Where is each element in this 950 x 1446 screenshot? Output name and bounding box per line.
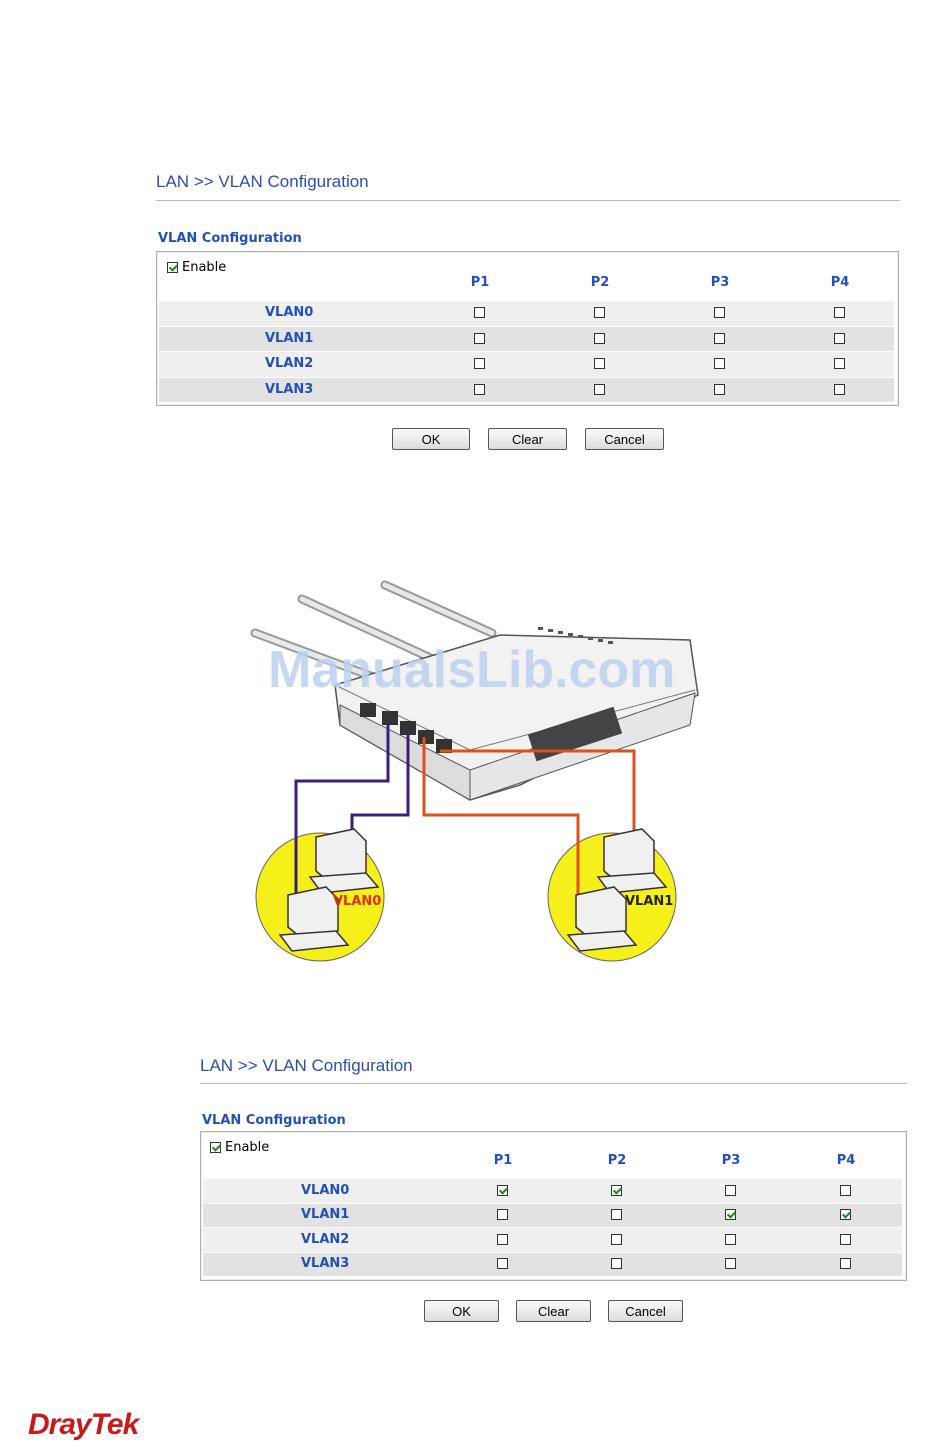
vlan-port-checkbox[interactable] <box>474 384 485 395</box>
pc-icon <box>280 829 666 951</box>
cancel-button[interactable]: Cancel <box>608 1300 683 1322</box>
vlan-label: VLAN3 <box>301 1256 349 1271</box>
title-divider <box>200 1083 907 1084</box>
enable-row: Enable <box>210 1140 269 1155</box>
vlan-port-checkbox[interactable] <box>497 1234 508 1245</box>
vlan-port-checkbox[interactable] <box>611 1234 622 1245</box>
vlan-port-checkbox[interactable] <box>725 1234 736 1245</box>
title-divider <box>156 200 900 201</box>
vlan0-group-label: VLAN0 <box>333 894 381 909</box>
enable-checkbox[interactable] <box>167 262 178 273</box>
port-header-p3: P3 <box>711 1153 751 1168</box>
port-header-p2: P2 <box>580 275 620 290</box>
cancel-button[interactable]: Cancel <box>585 428 664 450</box>
vlan-port-checkbox[interactable] <box>497 1209 508 1220</box>
vlan1-group-label: VLAN1 <box>625 894 673 909</box>
vlan-port-checkbox[interactable] <box>594 358 605 369</box>
vlan-port-checkbox[interactable] <box>840 1185 851 1196</box>
vlan-row: VLAN2 <box>203 1228 902 1252</box>
vlan-port-checkbox[interactable] <box>725 1185 736 1196</box>
enable-checkbox[interactable] <box>210 1142 221 1153</box>
vlan-row: VLAN0 <box>159 301 894 326</box>
vlan-port-checkbox[interactable] <box>497 1258 508 1269</box>
vlan-port-checkbox[interactable] <box>714 384 725 395</box>
vlan-port-checkbox[interactable] <box>594 307 605 318</box>
page-title: LAN >> VLAN Configuration <box>156 172 369 192</box>
vlan-label: VLAN0 <box>265 305 313 320</box>
port-header-p4: P4 <box>826 1153 866 1168</box>
vlan-config-panel-2: LAN >> VLAN Configuration VLAN Configura… <box>200 1056 907 1336</box>
vlan-port-checkbox[interactable] <box>834 333 845 344</box>
page-title: LAN >> VLAN Configuration <box>200 1056 413 1076</box>
vlan-port-checkbox[interactable] <box>611 1258 622 1269</box>
vlan-port-checkbox[interactable] <box>834 358 845 369</box>
vlan-row: VLAN0 <box>203 1179 902 1203</box>
enable-label: Enable <box>225 1140 269 1155</box>
vlan-row: VLAN2 <box>159 352 894 377</box>
port-header-p4: P4 <box>820 275 860 290</box>
vlan-port-checkbox[interactable] <box>834 307 845 318</box>
vlan-port-checkbox[interactable] <box>840 1234 851 1245</box>
port-header-p1: P1 <box>483 1153 523 1168</box>
section-title: VLAN Configuration <box>158 231 302 246</box>
watermark: ManualsLib.com <box>268 641 675 699</box>
draytek-logo: DrayTek <box>28 1408 138 1442</box>
vlan-label: VLAN1 <box>265 331 313 346</box>
ok-button[interactable]: OK <box>424 1300 499 1322</box>
vlan-row: VLAN1 <box>159 327 894 352</box>
enable-row: Enable <box>167 260 226 275</box>
port-header-p3: P3 <box>700 275 740 290</box>
vlan-port-checkbox[interactable] <box>840 1209 851 1220</box>
vlan-label: VLAN0 <box>301 1183 349 1198</box>
vlan-port-checkbox[interactable] <box>474 358 485 369</box>
port-header-p2: P2 <box>597 1153 637 1168</box>
vlan-port-checkbox[interactable] <box>840 1258 851 1269</box>
vlan-port-checkbox[interactable] <box>474 307 485 318</box>
vlan-port-checkbox[interactable] <box>611 1209 622 1220</box>
vlan-port-checkbox[interactable] <box>714 333 725 344</box>
vlan-label: VLAN1 <box>301 1207 349 1222</box>
vlan-row: VLAN1 <box>203 1204 902 1228</box>
vlan-port-checkbox[interactable] <box>611 1185 622 1196</box>
vlan-row: VLAN3 <box>203 1253 902 1277</box>
vlan-label: VLAN3 <box>265 382 313 397</box>
vlan-label: VLAN2 <box>301 1232 349 1247</box>
port-header-p1: P1 <box>460 275 500 290</box>
ok-button[interactable]: OK <box>392 428 470 450</box>
vlan-port-checkbox[interactable] <box>594 333 605 344</box>
vlan-topology-diagram: VLAN0 VLAN1 ManualsLib.com <box>0 575 950 995</box>
vlan-port-checkbox[interactable] <box>594 384 605 395</box>
section-title: VLAN Configuration <box>202 1113 346 1128</box>
vlan-port-checkbox[interactable] <box>714 358 725 369</box>
clear-button[interactable]: Clear <box>516 1300 591 1322</box>
vlan-port-checkbox[interactable] <box>834 384 845 395</box>
clear-button[interactable]: Clear <box>488 428 567 450</box>
vlan-port-checkbox[interactable] <box>725 1209 736 1220</box>
vlan-port-checkbox[interactable] <box>725 1258 736 1269</box>
enable-label: Enable <box>182 260 226 275</box>
vlan-port-checkbox[interactable] <box>497 1185 508 1196</box>
vlan-row: VLAN3 <box>159 378 894 403</box>
vlan-config-panel-1: LAN >> VLAN Configuration VLAN Configura… <box>156 172 900 462</box>
vlan-port-checkbox[interactable] <box>714 307 725 318</box>
vlan-port-checkbox[interactable] <box>474 333 485 344</box>
vlan-label: VLAN2 <box>265 356 313 371</box>
